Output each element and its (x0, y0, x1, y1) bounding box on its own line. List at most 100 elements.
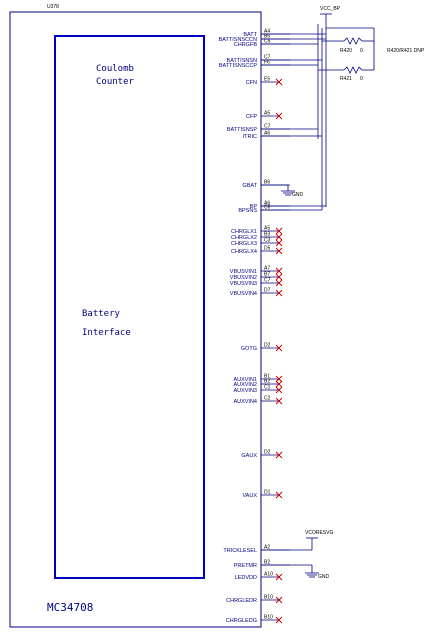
no-connect-icon (275, 289, 283, 297)
no-connect-icon (275, 247, 283, 255)
no-connect-icon (275, 279, 283, 287)
pin-label: AUXVIN4 (233, 399, 257, 405)
pin-label: AUXVIN2 (233, 382, 257, 388)
pin-label: CHRGLX4 (231, 249, 257, 255)
pin-label: VAUX (242, 493, 257, 499)
pin-number: B7 (264, 272, 270, 278)
pin-auxvin1: AUXVIN1 B1 (233, 374, 283, 383)
pin-vbusvin3: VBUSVIN3 C7 (230, 278, 283, 287)
pin-gaux: GAUX D2 (241, 450, 283, 459)
no-connect-icon (275, 596, 283, 604)
part-name: MC34708 (47, 601, 93, 614)
pin-label: CHRGLX3 (231, 241, 257, 247)
pin-list: BATTA4BATTISNSCCNB6CHRGFBC5BATTISNSNC7BA… (219, 29, 290, 624)
pin-number: C7 (264, 278, 271, 284)
pin-number: B10 (264, 615, 273, 621)
pin-label: AUXVIN1 (233, 377, 257, 383)
pin-number: A2 (264, 545, 270, 551)
no-connect-icon (275, 78, 283, 86)
pin-number: B6 (264, 180, 270, 186)
pin-label: LEDVDD (235, 575, 257, 581)
pin-number: D2 (264, 343, 271, 349)
external-wiring (261, 13, 375, 578)
coulomb-label-1: Coulomb (96, 64, 134, 74)
pin-vbusvin2: VBUSVIN2 B7 (230, 272, 283, 281)
pin-label: GOTG (241, 346, 257, 352)
no-connect-icon (275, 397, 283, 405)
pin-label: CHRGFB (234, 42, 258, 48)
pin-label: BATT (243, 32, 257, 38)
pin-number: B2 (264, 379, 270, 385)
pin-label: BATTISNSCCN (219, 37, 257, 43)
pin-number: B10 (264, 595, 273, 601)
pin-number: A6 (264, 201, 270, 207)
pin-label: ITRIC (243, 134, 257, 140)
pin-label: TRICKLESEL (223, 548, 257, 554)
pin-battisnsp: BATTISNSP C7 (227, 124, 290, 133)
no-connect-icon (275, 112, 283, 120)
coulomb-label-2: Counter (96, 77, 135, 87)
battery-label-1: Battery (82, 309, 121, 319)
no-connect-icon (275, 227, 283, 235)
no-connect-icon (275, 233, 283, 241)
pin-label: CHRGLX2 (231, 235, 257, 241)
pin-gbat: GBAT B6 (242, 180, 290, 189)
pin-label: CHRGLEDG (226, 618, 257, 624)
no-connect-icon (275, 573, 283, 581)
pin-vbusvin1: VBUSVIN1 A7 (230, 266, 283, 275)
no-connect-icon (275, 273, 283, 281)
pin-number: A6 (264, 131, 270, 137)
net-r420: R420 (340, 48, 352, 54)
pin-label: BATTISNSCCP (219, 63, 257, 69)
no-connect-icon (275, 344, 283, 352)
pin-number: F6 (264, 60, 270, 66)
net-vcoresvg: VCORESVG (305, 530, 333, 536)
pin-number: B6 (264, 34, 270, 40)
pin-chrgledg: CHRGLEDG B10 (226, 615, 283, 624)
ic-outline (9, 11, 262, 628)
functional-block (54, 35, 205, 579)
net-gnd-2: GND (318, 574, 330, 580)
pin-cfp: CFP A5 (246, 111, 283, 120)
pin-label: BATTISNSP (227, 127, 257, 133)
net-r420-val: 0 (360, 48, 363, 54)
pin-label: VBUSVIN3 (230, 281, 257, 287)
battery-label-2: Interface (82, 328, 131, 338)
no-connect-icon (275, 267, 283, 275)
pin-number: D2 (264, 450, 271, 456)
pin-number: C7 (264, 124, 271, 130)
pin-label: VBUSVIN4 (230, 291, 257, 297)
pin-number: A7 (264, 266, 270, 272)
net-gnd-1: GND (292, 192, 304, 198)
pin-tricklesel: TRICKLESEL A2 (223, 545, 290, 554)
pin-auxvin2: AUXVIN2 B2 (233, 379, 283, 388)
pin-label: PRETMR (234, 563, 257, 569)
ref-designator: U378 (47, 4, 59, 10)
pin-number: E5 (264, 77, 270, 83)
pin-label: CFP (246, 114, 257, 120)
pin-label: GBAT (242, 183, 257, 189)
pin-number: C7 (264, 55, 271, 61)
pin-label: BPSNS (238, 208, 257, 214)
pin-label: BATTISNSN (227, 58, 257, 64)
pin-number: D5 (264, 246, 271, 252)
pin-label: VBUSVIN2 (230, 275, 257, 281)
pin-number: C2 (264, 396, 271, 402)
pin-number: A5 (264, 111, 270, 117)
pin-number: C6 (264, 205, 271, 211)
net-r421: R421 (340, 76, 352, 82)
pin-label: VBUSVIN1 (230, 269, 257, 275)
no-connect-icon (275, 380, 283, 388)
pin-auxvin4: AUXVIN4 C2 (233, 396, 283, 405)
no-connect-icon (275, 386, 283, 394)
pin-label: GAUX (241, 453, 257, 459)
pin-number: A4 (264, 29, 270, 35)
resistor-note: R420/R421 DNP (387, 48, 425, 54)
pin-number: B1 (264, 374, 270, 380)
